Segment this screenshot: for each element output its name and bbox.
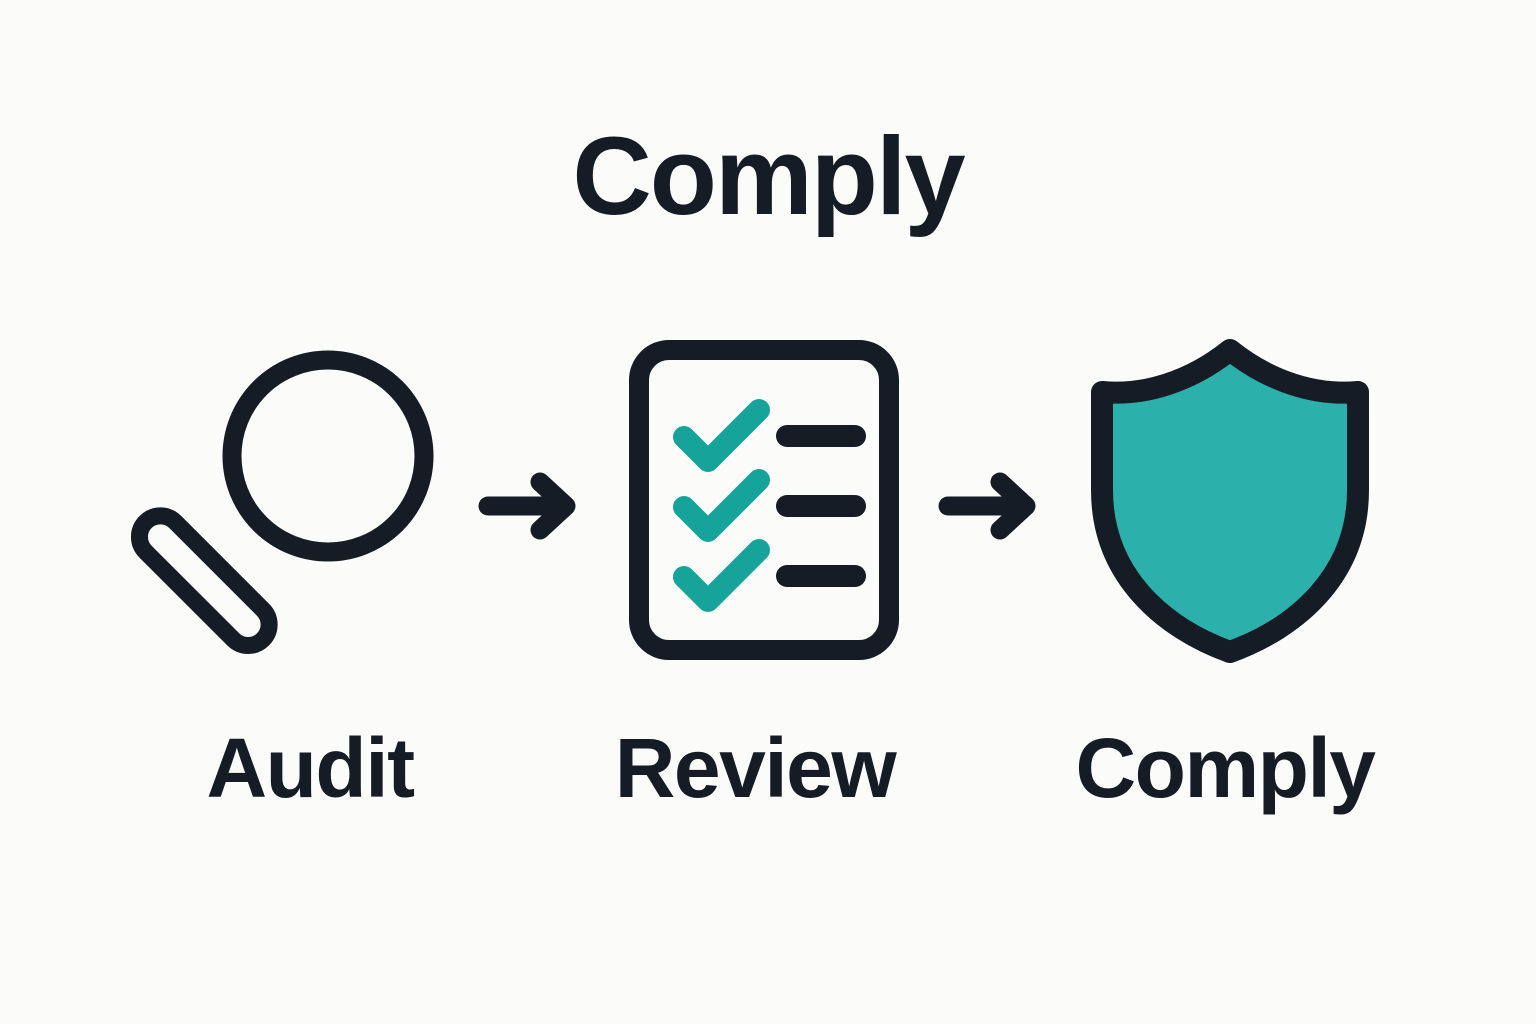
flow-label-audit: Audit bbox=[206, 721, 415, 815]
checklist-bar bbox=[776, 425, 866, 447]
checklist-document-icon bbox=[618, 330, 908, 685]
arrow-right-icon bbox=[478, 470, 590, 547]
flow-label-review: Review bbox=[614, 721, 897, 815]
flow-label-comply: Comply bbox=[1075, 721, 1376, 815]
magnifying-glass-icon bbox=[110, 330, 510, 695]
flow-labels: Audit Review Comply bbox=[0, 722, 1536, 842]
arrow-right-icon bbox=[938, 470, 1050, 547]
shield-icon bbox=[1080, 330, 1380, 675]
checklist-bar bbox=[776, 495, 866, 517]
check-icon bbox=[673, 399, 770, 472]
process-flow bbox=[0, 330, 1536, 690]
flow-step-comply[interactable] bbox=[1080, 330, 1380, 690]
flow-step-review[interactable] bbox=[618, 330, 908, 690]
flow-step-audit[interactable] bbox=[110, 330, 510, 690]
check-icon bbox=[673, 539, 770, 612]
check-icon bbox=[673, 469, 770, 542]
checklist-bar bbox=[776, 565, 866, 587]
page-title: Comply bbox=[572, 115, 965, 238]
